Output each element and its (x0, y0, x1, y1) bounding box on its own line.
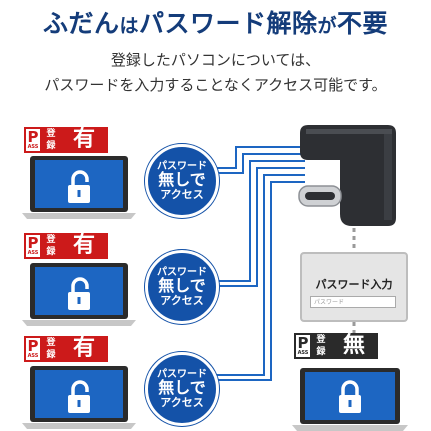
connector-line-2 (213, 160, 305, 282)
title-text-1: ふだん (42, 9, 120, 38)
registration-value: 有 (60, 336, 108, 362)
access-bubble-2: パスワード 無しで アクセス (145, 250, 219, 324)
page-title: ふだんはパスワード解除が不要 (0, 4, 431, 40)
subtitle-line-2: パスワードを入力することなくアクセス可能です。 (44, 76, 387, 94)
access-bubble-1: パスワード 無しで アクセス (145, 144, 219, 218)
laptop-1 (22, 156, 136, 219)
registration-label: 登録 (42, 336, 60, 362)
usb-c-adapter (298, 125, 396, 226)
access-bubble-3: パスワード 無しで アクセス (145, 352, 219, 426)
subtitle-line-1: 登録したパソコンについては、 (110, 51, 321, 69)
connector-line-3 (213, 174, 305, 376)
title-text-4: が (317, 15, 338, 37)
unlocked-padlock-icon (68, 170, 90, 203)
registration-value: 有 (60, 233, 108, 259)
registration-value: 無 (330, 333, 378, 359)
unlocked-padlock-icon (68, 277, 90, 310)
registration-value: 有 (60, 127, 108, 153)
connector-lines (213, 146, 305, 381)
password-input[interactable]: パスワード (310, 296, 396, 308)
locked-padlock-icon (339, 380, 361, 413)
title-text-2: は (119, 15, 139, 37)
registration-label: 登録 (42, 127, 60, 153)
password-prompt-label: パスワード入力 (315, 278, 393, 291)
unlocked-padlock-icon (68, 380, 90, 413)
connector-line-1 (213, 146, 305, 169)
laptop-2 (22, 263, 136, 326)
registration-label: 登録 (42, 233, 60, 259)
laptop-4 (292, 368, 408, 431)
title-text-3: パスワード解除 (138, 9, 318, 38)
registration-label: 登録 (312, 333, 330, 359)
password-prompt: パスワード入力 パスワード (300, 252, 408, 322)
laptop-3 (22, 366, 136, 429)
title-text-5: 不要 (337, 9, 389, 38)
